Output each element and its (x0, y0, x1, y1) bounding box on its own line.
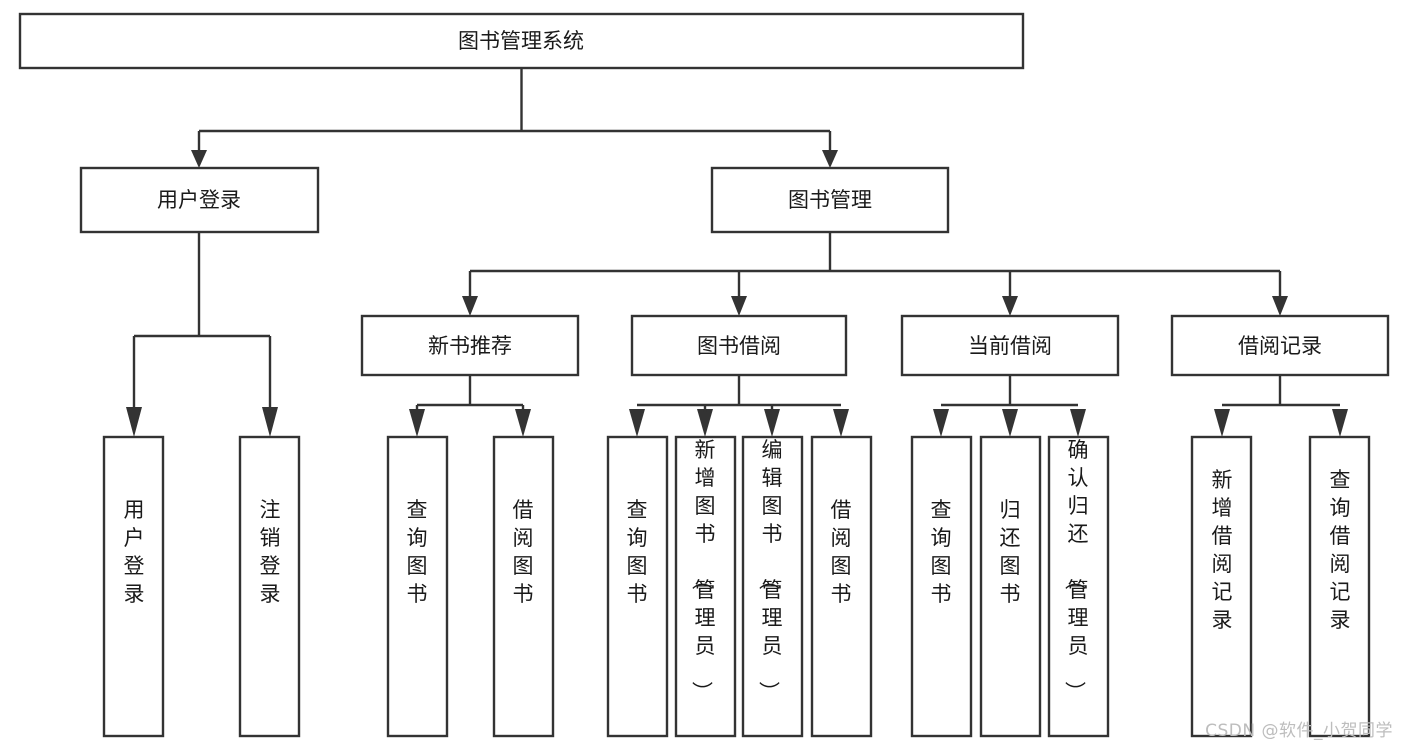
node-leaf-add-book-label: 新增图书（管理员） (690, 438, 716, 702)
node-leaf-confirm-return-label: 确认归还（管理员） (1063, 438, 1089, 702)
arrow-head-book-manage (822, 150, 838, 168)
arrow-head-user-login (191, 150, 207, 168)
node-leaf-query-book-3-label: 查询图书 (931, 498, 952, 606)
connector-layer (126, 68, 1348, 437)
arrow-head-leaf-user-logout (262, 407, 278, 437)
node-leaf-confirm-return-box[interactable] (1047, 435, 1110, 738)
node-leaf-edit-book[interactable]: 编辑图书（管理员） (741, 435, 804, 738)
node-leaf-user-logout[interactable]: 注销登录 (238, 435, 301, 738)
node-book-manage[interactable]: 图书管理 (710, 166, 950, 234)
node-leaf-return-book-label: 归还图书 (1000, 498, 1021, 606)
node-leaf-edit-book-box[interactable] (741, 435, 804, 738)
node-leaf-add-book-box[interactable] (674, 435, 737, 738)
node-leaf-user-logout-box[interactable] (238, 435, 301, 738)
node-leaf-add-book[interactable]: 新增图书（管理员） (674, 435, 737, 738)
node-leaf-query-record-label: 查询借阅记录 (1330, 468, 1351, 632)
node-new-book-rec[interactable]: 新书推荐 (360, 314, 580, 377)
node-leaf-borrow-book-1[interactable]: 借阅图书 (492, 435, 555, 738)
arrow-head-leaf-query-book-2 (629, 409, 645, 437)
node-leaf-query-book-2-label: 查询图书 (627, 498, 648, 606)
node-user-login[interactable]: 用户登录 (79, 166, 320, 234)
node-leaf-add-record-box[interactable] (1190, 435, 1253, 738)
node-leaf-borrow-book-2-label: 借阅图书 (831, 498, 852, 606)
node-leaf-query-record[interactable]: 查询借阅记录 (1308, 435, 1371, 738)
arrow-head-leaf-borrow-book-1 (515, 409, 531, 437)
node-user-login-label: 用户登录 (157, 188, 241, 212)
node-leaf-add-record[interactable]: 新增借阅记录 (1190, 435, 1253, 738)
node-leaf-query-book-1[interactable]: 查询图书 (386, 435, 449, 738)
node-leaf-query-book-1-box[interactable] (386, 435, 449, 738)
arrow-head-new-book-rec (462, 296, 478, 316)
node-leaf-return-book[interactable]: 归还图书 (979, 435, 1042, 738)
node-leaf-borrow-book-2-box[interactable] (810, 435, 873, 738)
node-book-manage-box[interactable] (710, 166, 950, 234)
node-root-box[interactable] (18, 12, 1025, 70)
node-leaf-query-book-3[interactable]: 查询图书 (910, 435, 973, 738)
node-current-borrow-label: 当前借阅 (968, 334, 1052, 358)
node-new-book-rec-label: 新书推荐 (428, 334, 512, 358)
arrow-head-leaf-confirm-return (1070, 409, 1086, 437)
node-leaf-query-book-1-label: 查询图书 (407, 498, 428, 606)
node-leaf-query-record-box[interactable] (1308, 435, 1371, 738)
node-leaf-add-record-label: 新增借阅记录 (1212, 468, 1233, 632)
node-borrow-record[interactable]: 借阅记录 (1170, 314, 1390, 377)
node-leaf-return-book-box[interactable] (979, 435, 1042, 738)
node-leaf-borrow-book-2[interactable]: 借阅图书 (810, 435, 873, 738)
node-leaf-user-login[interactable]: 用户登录 (102, 435, 165, 738)
arrow-head-leaf-borrow-book-2 (833, 409, 849, 437)
node-leaf-borrow-book-1-label: 借阅图书 (513, 498, 534, 606)
arrow-head-leaf-add-book (697, 409, 713, 437)
arrow-head-leaf-query-book-3 (933, 409, 949, 437)
node-leaf-edit-book-label: 编辑图书（管理员） (757, 438, 783, 702)
node-leaf-user-login-box[interactable] (102, 435, 165, 738)
node-user-login-box[interactable] (79, 166, 320, 234)
node-leaf-confirm-return[interactable]: 确认归还（管理员） (1047, 435, 1110, 738)
arrow-head-leaf-return-book (1002, 409, 1018, 437)
node-current-borrow-box[interactable] (900, 314, 1120, 377)
arrow-head-current-borrow (1002, 296, 1018, 316)
arrow-head-book-borrow (731, 296, 747, 316)
node-leaf-query-book-2-box[interactable] (606, 435, 669, 738)
arrow-head-leaf-query-book-1 (409, 409, 425, 437)
node-leaf-user-logout-label: 注销登录 (260, 498, 281, 606)
node-new-book-rec-box[interactable] (360, 314, 580, 377)
node-book-borrow-box[interactable] (630, 314, 848, 377)
node-borrow-record-box[interactable] (1170, 314, 1390, 377)
node-root[interactable]: 图书管理系统 (18, 12, 1025, 70)
node-leaf-query-book-3-box[interactable] (910, 435, 973, 738)
arrow-head-leaf-user-login (126, 407, 142, 437)
node-book-borrow-label: 图书借阅 (697, 334, 781, 358)
arrow-head-borrow-record (1272, 296, 1288, 316)
node-book-borrow[interactable]: 图书借阅 (630, 314, 848, 377)
node-leaf-borrow-book-1-box[interactable] (492, 435, 555, 738)
node-current-borrow[interactable]: 当前借阅 (900, 314, 1120, 377)
arrow-head-leaf-query-record (1332, 409, 1348, 437)
node-leaf-user-login-label: 用户登录 (124, 498, 145, 606)
arrow-head-leaf-edit-book (764, 409, 780, 437)
node-root-label: 图书管理系统 (458, 29, 584, 53)
arrow-head-leaf-add-record (1214, 409, 1230, 437)
node-book-manage-label: 图书管理 (788, 188, 872, 212)
node-leaf-query-book-2[interactable]: 查询图书 (606, 435, 669, 738)
node-borrow-record-label: 借阅记录 (1238, 334, 1322, 358)
